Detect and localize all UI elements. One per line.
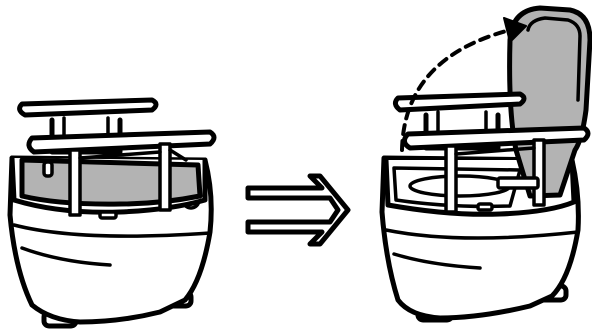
arm-leg — [446, 146, 456, 212]
double-arrow-right-icon — [248, 176, 348, 244]
lid-latch — [44, 162, 52, 176]
chair-closed — [10, 100, 214, 326]
arm-leg — [160, 144, 170, 210]
rim-handle — [478, 204, 492, 210]
arm-leg — [70, 150, 80, 215]
rear-armrest — [20, 100, 156, 115]
front-armrest — [29, 132, 214, 152]
rim-handle — [100, 212, 116, 218]
lid-hinge — [498, 178, 538, 188]
toilet-opening — [410, 176, 510, 196]
arm-leg — [534, 140, 544, 205]
chair-open — [382, 8, 590, 320]
